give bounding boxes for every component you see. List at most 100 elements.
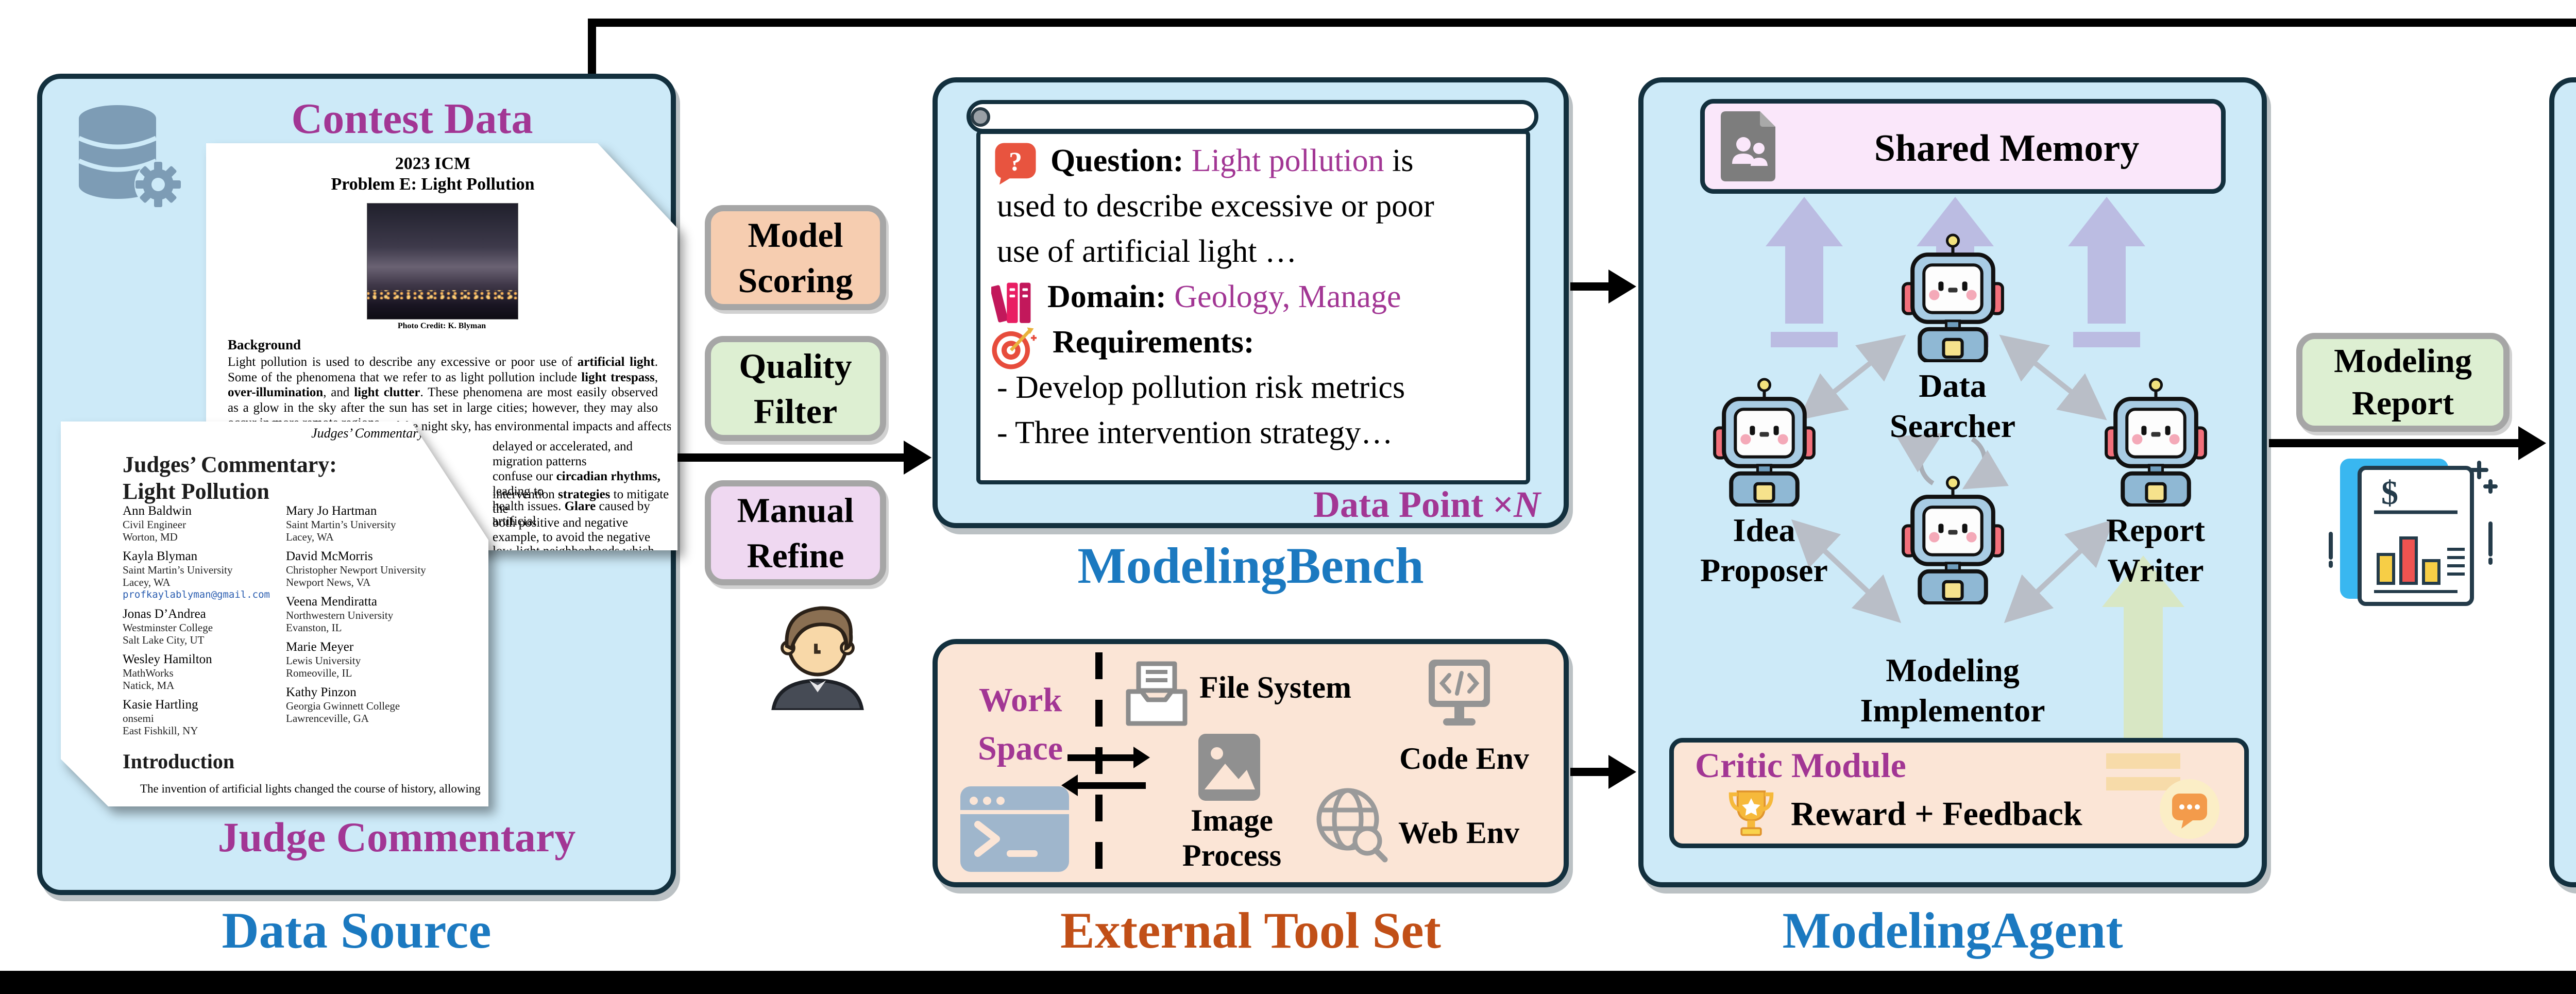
modeling-bench-caption: ModelingBench — [1077, 537, 1424, 594]
intro-paragraph: The invention of artificial lights chang… — [140, 782, 480, 795]
file-system-icon — [1126, 661, 1188, 726]
workspace-divider — [1095, 652, 1103, 877]
shared-memory-file-icon — [1721, 111, 1775, 181]
arrow-source-to-bench — [677, 453, 905, 462]
svg-text:$: $ — [2381, 474, 2398, 512]
workspace-arrow-in — [1078, 782, 1146, 789]
bench-scroll-page — [976, 130, 1530, 484]
code-env-label: Code Env — [1399, 742, 1529, 776]
night-sky-photo — [367, 203, 518, 319]
judges-commentary-document: Judges’ Commentary, Judges’ Commentary:L… — [61, 422, 488, 806]
city-lights — [367, 290, 518, 299]
workspace-arrow-out — [1067, 754, 1136, 761]
feedback-line-left-vertical — [588, 19, 596, 76]
judge-name: David McMorris — [286, 549, 373, 563]
feedback-line-horizontal — [588, 19, 2576, 27]
arrowhead-source-to-bench — [904, 441, 931, 475]
modeling-judge-caption: ModelingJudge — [2549, 901, 2576, 960]
critic-arrow-trace — [2106, 753, 2180, 769]
arrow-agent-to-judge — [2269, 439, 2520, 447]
bench-scroll-knob — [971, 107, 990, 127]
judge-name: Veena Mendiratta — [286, 595, 378, 609]
background-heading: Background — [228, 337, 301, 352]
judge-email: profkaylablyman@gmail.com — [123, 589, 270, 600]
arrowhead-agent-to-judge — [2518, 426, 2546, 460]
agent-connectors — [1791, 334, 2114, 624]
workspace-arrowhead-in — [1061, 774, 1078, 796]
judges-corner-note: Judges’ Commentary, — [311, 426, 427, 441]
data-source-caption: Data Source — [222, 902, 492, 959]
judge-commentary-label: Judge Commentary — [217, 814, 576, 861]
arrow-bench-to-agent — [1570, 282, 1611, 291]
report-writer-robot-icon — [2103, 377, 2209, 507]
judge-name: Marie Meyer — [286, 640, 354, 654]
bench-requirement-2: - Three intervention strategy… — [997, 415, 1393, 450]
image-process-icon — [1198, 734, 1260, 801]
report-document-icon: $ — [2329, 459, 2498, 606]
code-env-icon — [1429, 660, 1490, 726]
judge-entry: Mary Jo Hartman Saint Martin’s Universit… — [286, 504, 461, 543]
memory-arrow-icon — [2068, 197, 2145, 347]
critic-arrow-trace — [2106, 777, 2180, 790]
datapoint-label: Data Point ×N — [1313, 484, 1540, 525]
bottom-bar — [0, 971, 2576, 994]
judge-name: Jonas D’Andrea — [123, 607, 206, 621]
trophy-icon — [1728, 790, 1774, 836]
background-paragraph: Light pollution is used to describe any … — [228, 355, 658, 430]
modeling-agent-caption: ModelingAgent — [1782, 902, 2123, 959]
database-gear-icon — [78, 105, 182, 208]
reward-feedback-label: Reward + Feedback — [1791, 795, 2082, 833]
judge-name: Kasie Hartling — [123, 698, 198, 712]
memory-arrow-icon — [1766, 197, 1843, 347]
critic-module-title: Critic Module — [1695, 746, 1906, 785]
math-expert-label: Math — [2573, 289, 2576, 319]
photo-credit: Photo Credit: K. Blyman — [397, 322, 486, 330]
judge-name: Wesley Hamilton — [123, 652, 212, 666]
judges-col2: Mary Jo Hartman Saint Martin’s Universit… — [286, 504, 461, 731]
bench-requirement-1: - Develop pollution risk metrics — [997, 370, 1405, 405]
file-system-label: File System — [1199, 670, 1351, 704]
modeling-implementor-robot-icon — [1900, 475, 2006, 604]
question-icon: ? — [995, 143, 1036, 185]
critic-feedback-arrow-icon — [2102, 555, 2184, 739]
arrowhead-toolset-to-agent — [1608, 755, 1636, 789]
external-toolset-caption: External Tool Set — [1060, 902, 1441, 959]
svg-text:?: ? — [1009, 147, 1022, 177]
web-env-icon — [1316, 788, 1388, 863]
judge-entry: Veena Mendiratta Northwestern University… — [286, 595, 461, 634]
shared-memory-label: Shared Memory — [1874, 127, 2140, 170]
web-env-label: Web Env — [1398, 816, 1520, 850]
judge-name: Mary Jo Hartman — [286, 504, 377, 518]
bench-requirements: Requirements: — [1053, 325, 1255, 360]
cycle-arrows-icon — [1896, 433, 2009, 490]
judge-name: Kathy Pinzon — [286, 685, 357, 699]
arrowhead-bench-to-agent — [1608, 269, 1636, 304]
bench-scroll-topbar — [967, 100, 1538, 133]
human-annotator-icon — [771, 606, 864, 710]
books-icon — [991, 282, 1031, 323]
terminal-icon — [960, 786, 1069, 872]
judge-name: Kayla Blyman — [123, 549, 198, 563]
